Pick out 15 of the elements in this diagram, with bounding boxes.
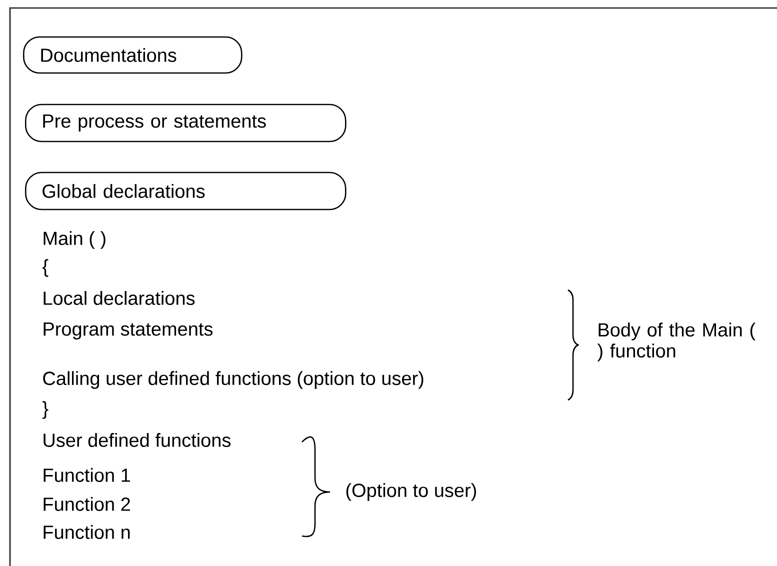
rounded-box: Global declarations	[25, 172, 346, 210]
code-line: {	[42, 259, 48, 277]
annotation-text: Body of the Main ( ) function	[597, 322, 756, 362]
code-line: User defined functions	[44, 433, 231, 447]
code-line: Main ( )	[44, 231, 106, 249]
code-line: Function 2	[44, 497, 130, 511]
code-line: Program statements	[44, 322, 213, 340]
code-line: Local declarations	[44, 291, 195, 305]
rounded-box: Pre process or statements	[25, 104, 346, 142]
code-line: }	[42, 401, 48, 419]
code-line: Function 1	[44, 468, 130, 482]
rounded-box: Documentations	[23, 36, 242, 74]
annotation-text: (Option to user)	[346, 483, 476, 501]
code-line: Function n	[44, 525, 130, 539]
code-line: Calling user defined functions (option to user)	[43, 371, 424, 389]
